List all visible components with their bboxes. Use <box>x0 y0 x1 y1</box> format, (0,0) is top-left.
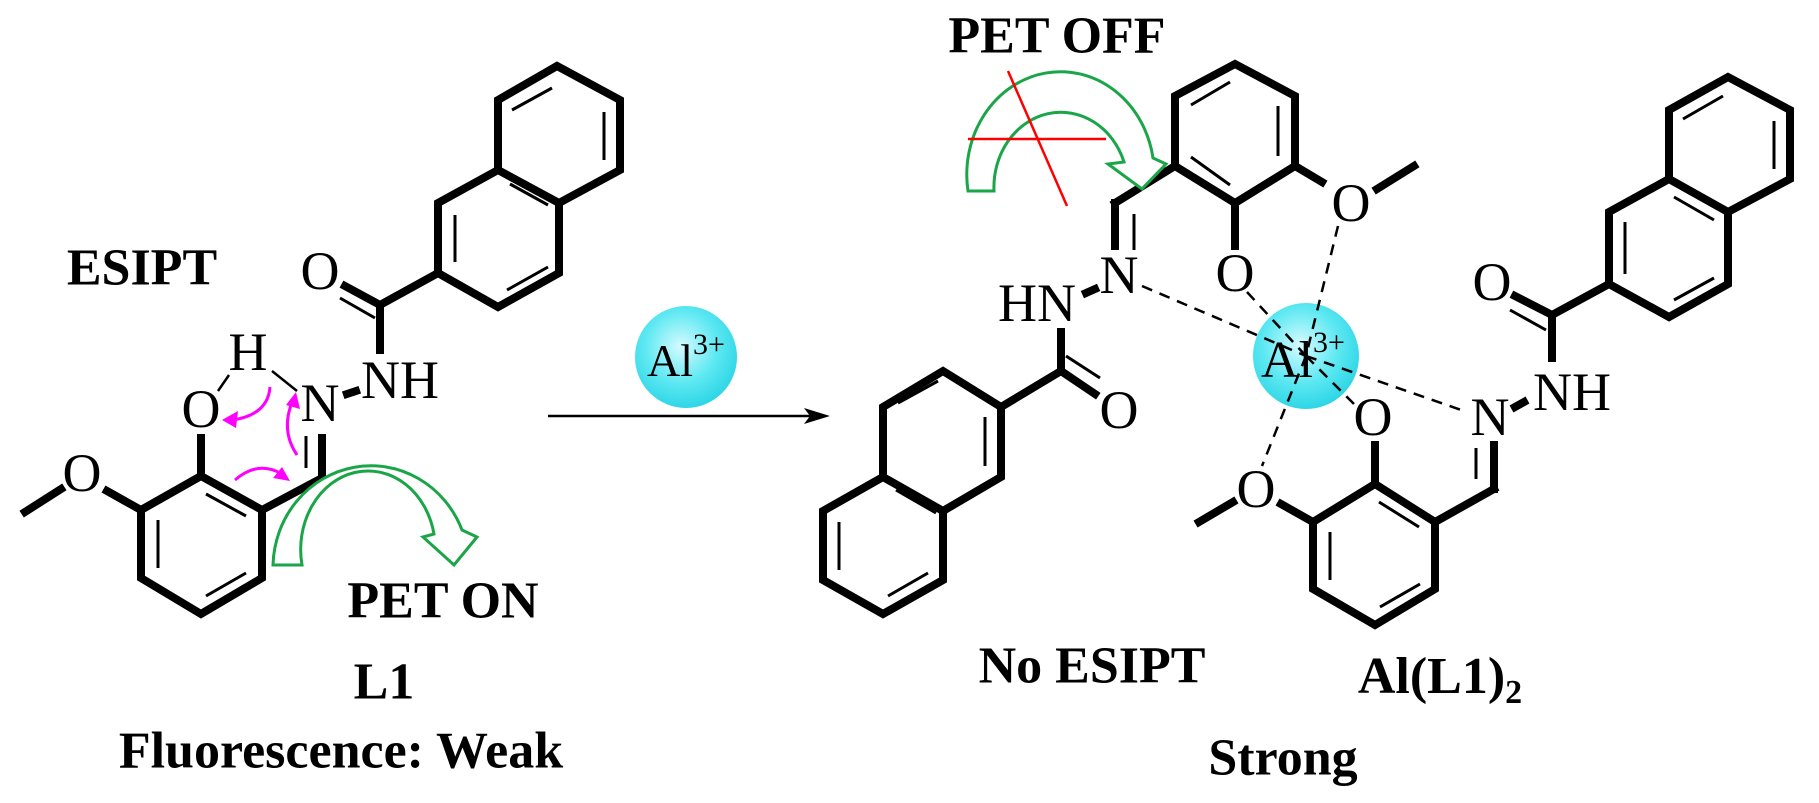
atom-lower-carbonyl-o: O <box>1473 252 1512 312</box>
atom-hn: HN <box>998 273 1076 333</box>
pet-on-label: PET ON <box>347 573 538 630</box>
atom-upper-methoxy-o: O <box>1332 173 1371 233</box>
phenol-ring-left-ligand <box>137 471 266 619</box>
arrowhead-icon <box>804 408 830 424</box>
atom-hydroxyl-h: H <box>229 322 268 382</box>
atom-imine-n: N <box>301 373 340 433</box>
phenol-ring-upper-ligand <box>1171 59 1299 208</box>
naphthalene-ring-lower-ligand <box>1605 72 1794 322</box>
pet-on-arrow-icon <box>271 464 480 568</box>
complex-name: Al(L1)2 <box>1358 648 1522 711</box>
reaction-arrow: Al3+ <box>548 306 830 424</box>
blocked-cross-icon <box>968 70 1106 207</box>
al-center-label: Al3+ <box>1261 326 1345 389</box>
atom-nh: NH <box>361 350 439 410</box>
fluorescence-strong-label: Strong <box>1208 730 1357 787</box>
naphthalene-ring-left-ligand <box>434 61 624 312</box>
atom-phenol-o: O <box>182 379 221 439</box>
al-reagent-label: Al3+ <box>647 328 725 386</box>
naphthalene-ring-upper-ligand <box>819 366 1005 619</box>
atom-lower-n: N <box>1471 387 1510 447</box>
atom-carbonyl-o: O <box>301 241 340 301</box>
ligand-l1: O NH N H O O ESIPT PET ON L1 Fluorescenc… <box>19 61 624 780</box>
complex-al-l1-2: Al3+ N HN O O O O O N NH O PET OFF No ES… <box>819 8 1794 787</box>
atom-lower-phenol-o: O <box>1354 387 1393 447</box>
fluorescence-weak-label: Fluorescence: Weak <box>119 723 563 780</box>
ligand-name: L1 <box>354 654 415 711</box>
atom-upper-phenol-o: O <box>1216 243 1255 303</box>
esipt-arrows-icon <box>222 386 300 482</box>
atom-upper-n: N <box>1100 245 1139 305</box>
atom-methoxy-o: O <box>63 443 102 503</box>
pet-off-label: PET OFF <box>948 8 1165 65</box>
atom-lower-nh: NH <box>1533 362 1611 422</box>
al-ion-reagent-sphere <box>635 306 737 408</box>
atom-lower-methoxy-o: O <box>1237 459 1276 519</box>
phenol-ring-lower-ligand <box>1309 479 1439 630</box>
atom-upper-carbonyl-o: O <box>1100 380 1139 440</box>
pet-off-arrow-icon <box>965 70 1169 193</box>
esipt-label: ESIPT <box>67 240 217 297</box>
coordination-bonds <box>1141 225 1468 467</box>
no-esipt-label: No ESIPT <box>979 638 1206 695</box>
